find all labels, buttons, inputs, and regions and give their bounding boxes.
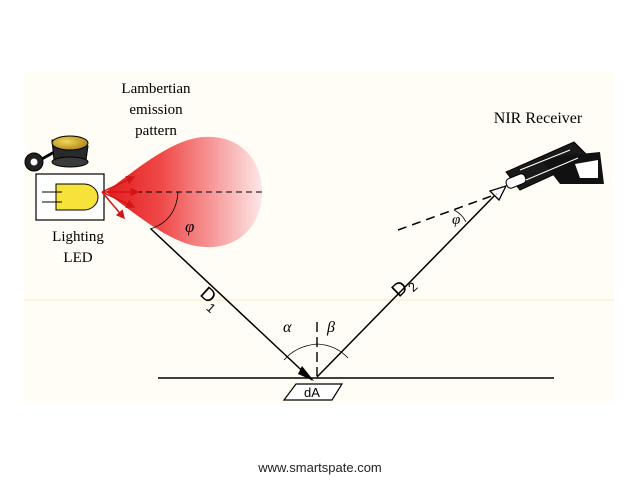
phi-arc-receiver (453, 209, 467, 223)
phi-label-source: φ (185, 217, 194, 236)
lambertian-label-line3: pattern (135, 123, 177, 139)
d2-arrowhead (488, 184, 508, 202)
incidence-arcs (283, 343, 349, 361)
d1-ray (150, 228, 313, 381)
lambertian-label-line2: emission (129, 102, 183, 118)
lighting-label-line2: LED (63, 250, 92, 266)
receiver-label: NIR Receiver (494, 110, 583, 127)
d2-ray (316, 191, 499, 378)
led-bulb (55, 183, 99, 211)
lighting-label-line1: Lighting (52, 229, 104, 245)
alpha-label: α (283, 319, 292, 336)
area-element (282, 383, 344, 401)
emission-arrows (101, 176, 140, 220)
beta-label: β (326, 319, 335, 336)
phi-arc-source (149, 191, 179, 230)
area-label: dA (304, 385, 320, 400)
panel-background (24, 72, 614, 404)
lambertian-lobe (106, 136, 262, 248)
lamp-icon (24, 135, 89, 172)
receiver-axis-line (397, 193, 498, 231)
footer-site: www.smartspate.com (258, 460, 382, 475)
lambertian-label-line1: Lambertian (121, 81, 191, 97)
nir-camera-icon (505, 141, 604, 191)
d1-arrowhead (298, 366, 314, 381)
phi-label-receiver: φ (452, 212, 460, 228)
